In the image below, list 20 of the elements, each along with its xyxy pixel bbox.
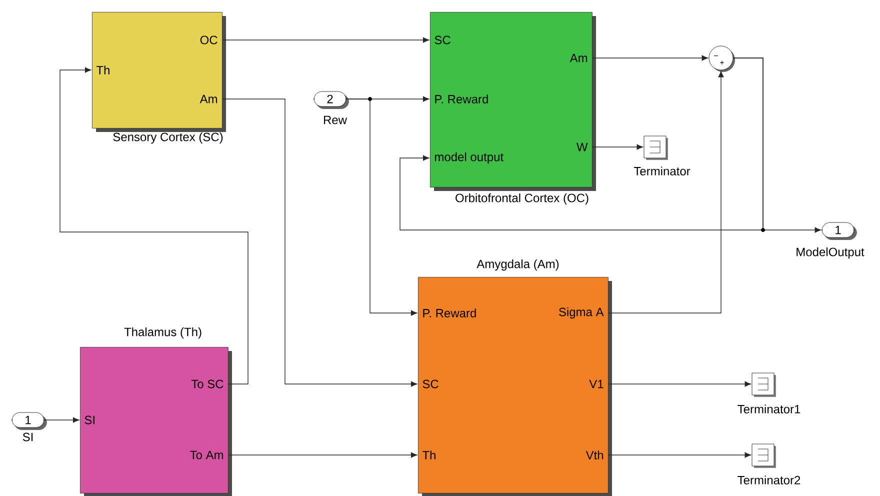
signal-line (228, 452, 418, 458)
block-caption: Thalamus (Th) (124, 327, 202, 339)
block-caption: Terminator1 (738, 404, 800, 414)
signal-line (608, 381, 751, 387)
block-caption: Terminator2 (738, 476, 800, 484)
signal-line (592, 55, 708, 61)
block-caption: Amygdala (Am) (476, 259, 559, 271)
signal-line (592, 144, 643, 150)
signal-line (608, 71, 724, 314)
signal-line (608, 452, 751, 458)
signal-line (222, 98, 418, 387)
block-caption: Rew (324, 116, 348, 124)
block-caption: ModelOutput (796, 247, 864, 259)
block-caption: Orbitofrontal Cortex (OC) (456, 193, 588, 205)
block-caption: Terminator (634, 166, 690, 176)
block-caption: SI (22, 432, 33, 442)
signal-line (346, 98, 418, 316)
block-caption: Sensory Cortex (SC) (113, 132, 223, 144)
signal-line (44, 417, 80, 423)
signal-line (222, 37, 430, 43)
